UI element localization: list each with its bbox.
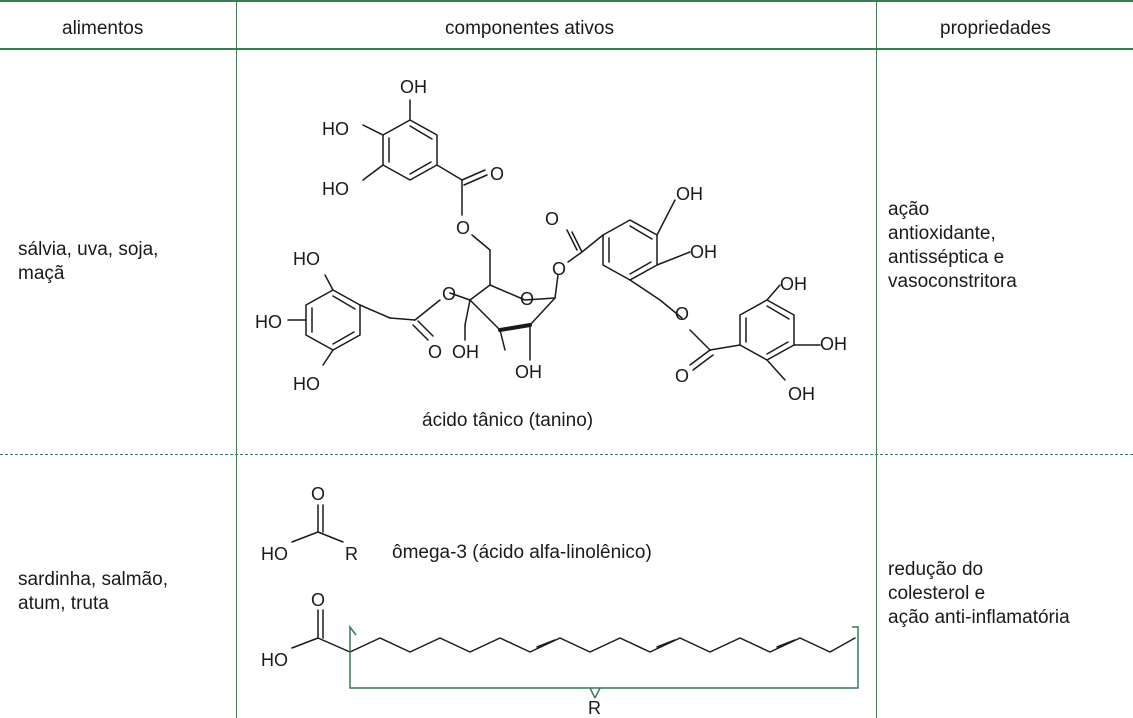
bracket-r-label: R: [588, 698, 601, 718]
header-rule: [0, 48, 1133, 50]
atom-o-1: O: [490, 164, 504, 184]
atom-o-7: O: [552, 259, 566, 279]
atom-o-4: O: [520, 289, 534, 309]
compound-name-tannic-acid: ácido tânico (tanino): [422, 410, 593, 431]
linolenic-acid-bonds: [291, 609, 856, 653]
carboxylic-acid-bonds: [291, 504, 344, 543]
row1-foods-line2: maçã: [18, 263, 65, 284]
compound-name-omega3: ômega-3 (ácido alfa-linolênico): [392, 542, 652, 563]
atom-o-8: O: [675, 304, 689, 324]
atom-oh-8: OH: [788, 384, 815, 404]
row1-foods: sálvia, uva, soja, maçã: [18, 238, 158, 286]
atom-ho-4: HO: [255, 312, 282, 332]
atom-ho-generic: HO: [261, 544, 288, 564]
header-properties: propriedades: [940, 18, 1051, 39]
atom-oh-1: OH: [400, 77, 427, 97]
header-foods: alimentos: [62, 18, 144, 39]
row1-properties-line1: ação: [888, 199, 930, 220]
top-rule: [0, 0, 1133, 2]
column-divider-1: [236, 0, 237, 718]
column-divider-2: [876, 0, 877, 718]
atom-o-6: O: [545, 209, 559, 229]
atom-oh-2: OH: [452, 342, 479, 362]
atom-o-9: O: [675, 366, 689, 386]
row1-properties-line4: vasoconstritora: [888, 271, 1017, 292]
linolenic-acid-atoms: O HO R: [261, 590, 601, 718]
row1-properties-line2: antioxidante,: [888, 223, 996, 244]
row2-foods: sardinha, salmão, atum, truta: [18, 568, 168, 616]
row2-properties-line2: colesterol e: [888, 583, 986, 604]
row2-foods-line2: atum, truta: [18, 593, 109, 614]
header-components: componentes ativos: [445, 18, 614, 39]
atom-ho-5: HO: [293, 374, 320, 394]
atom-o-generic: O: [311, 484, 325, 504]
atom-o-3: O: [442, 284, 456, 304]
row2-properties-line1: redução do: [888, 559, 984, 580]
r-group-bracket: [349, 624, 859, 699]
atom-oh-5: OH: [690, 242, 717, 262]
row1-properties-line3: antisséptica e: [888, 247, 1005, 268]
atom-r-generic: R: [345, 544, 358, 564]
row-divider-dashed: [0, 454, 1133, 455]
row2-properties-line3: ação anti-inflamatória: [888, 607, 1070, 628]
atom-ho-chain: HO: [261, 650, 288, 670]
carboxylic-acid-atoms: O HO R: [261, 484, 358, 564]
tannic-acid-atoms: OH HO HO O O HO HO HO O O O OH OH O O OH…: [255, 77, 847, 404]
atom-oh-3: OH: [515, 362, 542, 382]
row1-foods-line1: sálvia, uva, soja,: [18, 239, 159, 260]
row2-foods-line1: sardinha, salmão,: [18, 569, 168, 590]
atom-o-2: O: [456, 218, 470, 238]
atom-ho-2: HO: [322, 179, 349, 199]
atom-oh-7: OH: [820, 334, 847, 354]
atom-ho-3: HO: [293, 249, 320, 269]
row1-properties: ação antioxidante, antisséptica e vasoco…: [888, 198, 1017, 294]
atom-o-5: O: [428, 342, 442, 362]
atom-oh-6: OH: [780, 274, 807, 294]
tannic-acid-bonds: [287, 99, 821, 381]
atom-o-chain: O: [311, 590, 325, 610]
row2-properties: redução do colesterol e ação anti-inflam…: [888, 558, 1070, 630]
atom-oh-4: OH: [676, 184, 703, 204]
atom-ho-1: HO: [322, 119, 349, 139]
